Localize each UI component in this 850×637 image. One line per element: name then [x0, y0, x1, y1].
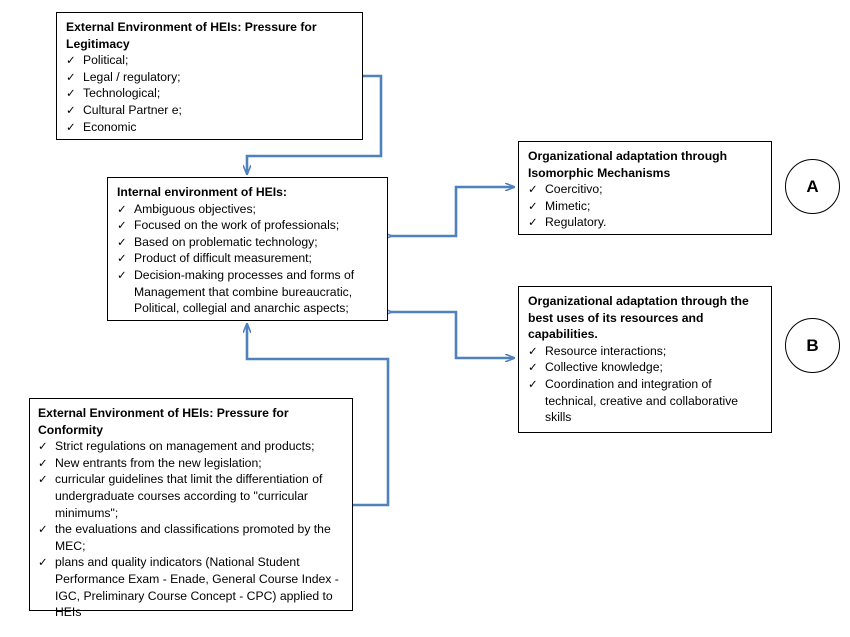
resources-title: Organizational adaptation through the be…	[528, 294, 749, 342]
list-item: Focused on the work of professionals;	[117, 217, 379, 234]
isomorphic-adaptation-box: Organizational adaptation through Isomor…	[518, 141, 772, 235]
list-item: Ambiguous objectives;	[117, 201, 379, 218]
list-item: Resource interactions;	[528, 343, 763, 360]
arrow-conformity-to-internal	[247, 324, 390, 507]
conformity-pressure-box: External Environment of HEIs: Pressure f…	[29, 398, 353, 619]
list-item: Decision-making processes and forms of M…	[117, 267, 379, 317]
list-item: plans and quality indicators (National S…	[38, 554, 344, 620]
arrow-internal-to-isomorphic	[391, 187, 514, 236]
conformity-list: Strict regulations on management and pro…	[38, 438, 344, 621]
marker-a-circle: A	[785, 159, 840, 214]
list-item: the evaluations and classifications prom…	[38, 521, 344, 554]
arrow-internal-to-resources	[391, 312, 514, 358]
legitimacy-pressure-box: External Environment of HEIs: Pressure f…	[56, 12, 363, 140]
legitimacy-list: Political; Legal / regulatory; Technolog…	[66, 52, 354, 135]
list-item: Strict regulations on management and pro…	[38, 438, 344, 455]
list-item: Coercitivo;	[528, 181, 763, 198]
isomorphic-list: Coercitivo; Mimetic; Regulatory.	[528, 181, 763, 231]
internal-list: Ambiguous objectives; Focused on the wor…	[117, 201, 379, 317]
list-item: Cultural Partner e;	[66, 102, 354, 119]
list-item: curricular guidelines that limit the dif…	[38, 471, 344, 521]
internal-environment-box: Internal environment of HEIs: Ambiguous …	[107, 177, 388, 321]
list-item: Collective knowledge;	[528, 359, 763, 376]
arrow-legitimacy-to-internal	[247, 74, 383, 174]
conformity-title: External Environment of HEIs: Pressure f…	[38, 406, 289, 437]
list-item: Legal / regulatory;	[66, 69, 354, 86]
list-item: Economic	[66, 119, 354, 136]
list-item: Regulatory.	[528, 214, 763, 231]
legitimacy-title: External Environment of HEIs: Pressure f…	[66, 20, 317, 51]
list-item: Coordination and integration of technica…	[528, 376, 763, 426]
marker-b-circle: B	[785, 318, 840, 373]
list-item: Political;	[66, 52, 354, 69]
list-item: New entrants from the new legislation;	[38, 455, 344, 472]
resources-adaptation-box: Organizational adaptation through the be…	[518, 286, 772, 433]
internal-title: Internal environment of HEIs:	[117, 185, 287, 199]
list-item: Based on problematic technology;	[117, 234, 379, 251]
resources-list: Resource interactions; Collective knowle…	[528, 343, 763, 426]
list-item: Technological;	[66, 85, 354, 102]
list-item: Mimetic;	[528, 198, 763, 215]
isomorphic-title: Organizational adaptation through Isomor…	[528, 149, 728, 180]
list-item: Product of difficult measurement;	[117, 250, 379, 267]
